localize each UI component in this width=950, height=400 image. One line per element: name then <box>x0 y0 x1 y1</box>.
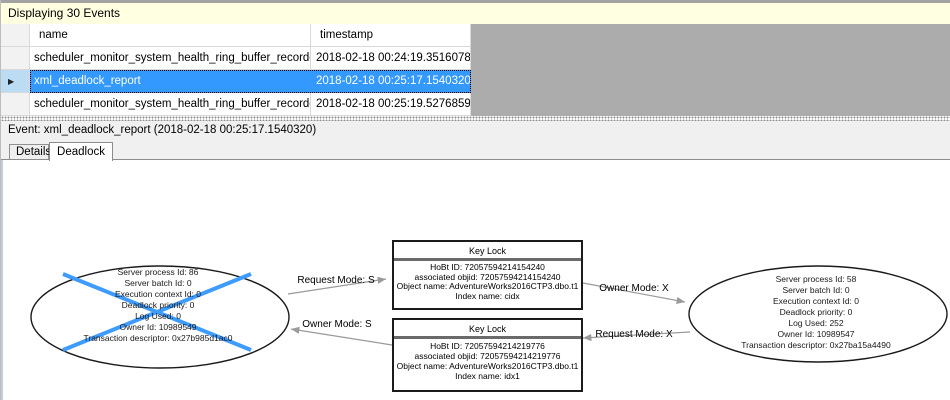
process-detail-line: Deadlock priority: 0 <box>779 307 853 317</box>
resource-detail-line: Object name: AdventureWorks2016CTP3.dbo.… <box>396 281 579 291</box>
event-timestamp-cell[interactable]: 2018-02-18 00:25:19.5276859 <box>311 93 471 116</box>
process-node-victim-details: Server process Id: 86 Server batch Id: 0… <box>33 267 283 344</box>
edge-owner-x-line <box>582 282 686 305</box>
resource-detail-line: associated objid: 72057594214219776 <box>414 351 561 361</box>
grid-corner-cell <box>1 24 30 47</box>
row-gutter[interactable] <box>1 93 30 116</box>
process-detail-line: Server batch Id: 0 <box>782 285 850 295</box>
current-row-arrow-icon: ▶ <box>8 77 15 86</box>
victim-cross-line <box>62 272 252 352</box>
event-name-cell[interactable]: scheduler_monitor_system_health_ring_buf… <box>30 47 311 70</box>
edge-label-request-mode-s: Request Mode: S <box>297 275 375 286</box>
process-detail-line: Transaction descriptor: 0x27ba15a4490 <box>741 340 891 350</box>
process-detail-line: Owner Id: 10989549 <box>119 322 197 332</box>
process-detail-line: Execution context Id: 0 <box>115 289 201 299</box>
resource-detail-line: Index name: cidx <box>455 290 520 301</box>
deadlock-graph-canvas <box>30 265 948 369</box>
process-detail-line: Server process Id: 86 <box>117 267 199 277</box>
process-node-details: Server process Id: 58 Server batch Id: 0… <box>691 274 941 351</box>
process-detail-line: Execution context Id: 0 <box>773 296 859 306</box>
tab-deadlock[interactable]: Deadlock <box>49 142 113 161</box>
selected-event-bar: Event: xml_deadlock_report (2018-02-18 0… <box>1 121 950 139</box>
process-detail-line: Server batch Id: 0 <box>124 278 192 288</box>
process-node-ellipse <box>688 265 948 363</box>
events-grid-region: name timestamp scheduler_monitor_system_… <box>1 24 950 116</box>
event-name-cell[interactable]: xml_deadlock_report <box>30 70 311 93</box>
window-chrome-edge <box>1 0 950 3</box>
process-detail-line: Server process Id: 58 <box>775 274 857 284</box>
resource-node-key-lock-bottom: Key Lock HoBt ID: 72057594214219776 asso… <box>392 318 583 392</box>
resource-title: Key Lock <box>394 320 581 339</box>
events-grid: name timestamp scheduler_monitor_system_… <box>1 24 471 116</box>
tab-details[interactable]: Details <box>9 144 51 159</box>
horizontal-splitter[interactable] <box>1 116 950 121</box>
edge-request-s-line <box>287 276 387 295</box>
edge-label-owner-mode-s: Owner Mode: S <box>302 319 372 330</box>
process-detail-line: Log Used: 252 <box>788 318 844 328</box>
edge-label-request-mode-x: Request Mode: X <box>595 329 673 340</box>
process-detail-line: Deadlock priority: 0 <box>121 300 195 310</box>
detail-tab-strip: Details Deadlock <box>1 139 950 161</box>
edge-label-owner-mode-x: Owner Mode: X <box>599 283 669 294</box>
event-row-selected[interactable]: ▶ xml_deadlock_report 2018-02-18 00:25:1… <box>1 70 471 93</box>
process-detail-line: Transaction descriptor: 0x27b985d1ac0 <box>83 333 233 343</box>
event-row[interactable]: scheduler_monitor_system_health_ring_buf… <box>1 47 471 70</box>
resource-title: Key Lock <box>394 242 581 261</box>
deadlock-graph-pane: Server process Id: 86 Server batch Id: 0… <box>1 160 950 400</box>
resource-detail-line: Index name: idx1 <box>455 371 520 381</box>
resource-detail-line: Object name: AdventureWorks2016CTP3.dbo.… <box>396 361 579 371</box>
process-node-ellipse-victim <box>30 265 290 369</box>
event-row[interactable]: scheduler_monitor_system_health_ring_buf… <box>1 93 471 116</box>
process-detail-line: Log Used: 0 <box>135 311 181 321</box>
events-count-text: Displaying 30 Events <box>8 6 121 20</box>
events-count-bar: Displaying 30 Events <box>1 3 950 24</box>
column-header-name[interactable]: name <box>30 24 311 47</box>
resource-detail-line: HoBt ID: 72057594214219776 <box>430 341 545 351</box>
grid-header-row: name timestamp <box>1 24 471 47</box>
event-timestamp-cell[interactable]: 2018-02-18 00:24:19.3516078 <box>311 47 471 70</box>
edge-owner-s-line <box>290 326 393 346</box>
selected-event-text: Event: xml_deadlock_report (2018-02-18 0… <box>8 124 317 136</box>
resource-node-key-lock-top: Key Lock HoBt ID: 72057594214154240 asso… <box>392 240 583 310</box>
row-gutter[interactable] <box>1 47 30 70</box>
edge-request-x-line <box>582 331 691 342</box>
resource-detail-line: associated objid: 72057594214154240 <box>414 271 561 282</box>
column-header-timestamp[interactable]: timestamp <box>311 24 471 47</box>
event-timestamp-cell[interactable]: 2018-02-18 00:25:17.1540320 <box>311 70 471 93</box>
resource-detail-line: HoBt ID: 72057594214154240 <box>430 262 545 272</box>
process-detail-line: Owner Id: 10989547 <box>777 329 855 339</box>
event-name-cell[interactable]: scheduler_monitor_system_health_ring_buf… <box>30 93 311 116</box>
row-gutter[interactable]: ▶ <box>1 70 30 93</box>
